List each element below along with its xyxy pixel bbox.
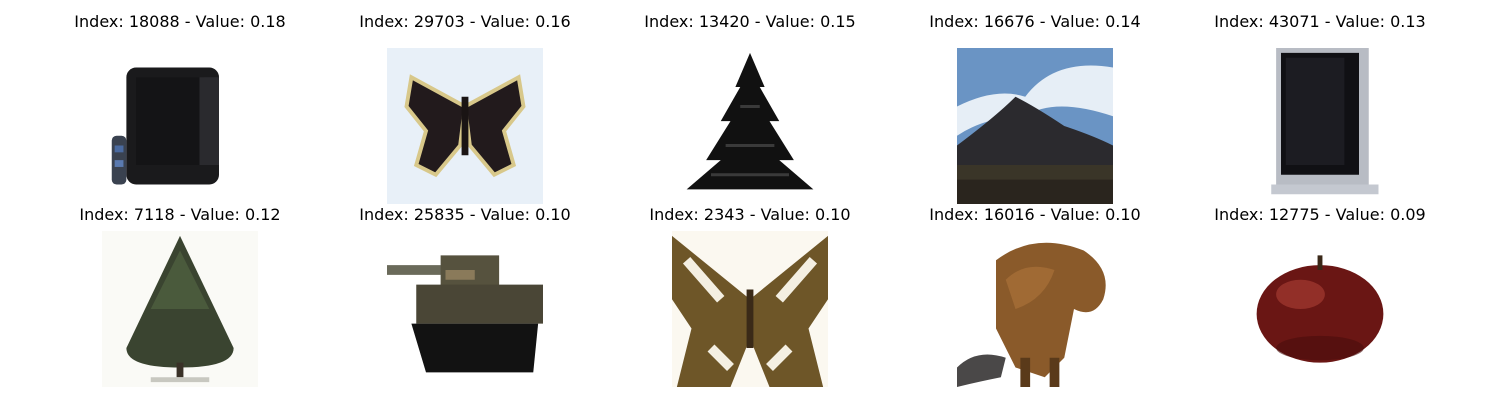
panel-title: Index: 29703 - Value: 0.16	[359, 12, 571, 31]
animal-image	[957, 231, 1113, 387]
panel-title: Index: 18088 - Value: 0.18	[74, 12, 286, 31]
panel-title: Index: 16016 - Value: 0.10	[929, 205, 1141, 224]
butterfly-thumbnail	[672, 231, 828, 387]
panel-title: Index: 13420 - Value: 0.15	[644, 12, 856, 31]
panel-title: Index: 12775 - Value: 0.09	[1214, 205, 1426, 224]
panel-title: Index: 25835 - Value: 0.10	[359, 205, 571, 224]
tree-image	[102, 231, 258, 387]
television-thumbnail	[1242, 48, 1398, 204]
pine-tree-image	[672, 48, 828, 204]
television-image	[1242, 48, 1398, 204]
panel-title: Index: 7118 - Value: 0.12	[79, 205, 281, 224]
butterfly-image	[387, 48, 543, 204]
television-thumbnail	[102, 48, 258, 204]
tank-thumbnail	[387, 231, 543, 387]
tree-thumbnail	[102, 231, 258, 387]
tank-image	[387, 231, 543, 387]
apple-thumbnail	[1242, 231, 1398, 387]
apple-image	[1242, 231, 1398, 387]
panel-title: Index: 16676 - Value: 0.14	[929, 12, 1141, 31]
butterfly-thumbnail	[387, 48, 543, 204]
television-image	[102, 48, 258, 204]
butterfly-image	[672, 231, 828, 387]
pine-tree-thumbnail	[672, 48, 828, 204]
mountain-thumbnail	[957, 48, 1113, 204]
mountain-image	[957, 48, 1113, 204]
panel-title: Index: 43071 - Value: 0.13	[1214, 12, 1426, 31]
panel-title: Index: 2343 - Value: 0.10	[649, 205, 851, 224]
animal-thumbnail	[957, 231, 1113, 387]
